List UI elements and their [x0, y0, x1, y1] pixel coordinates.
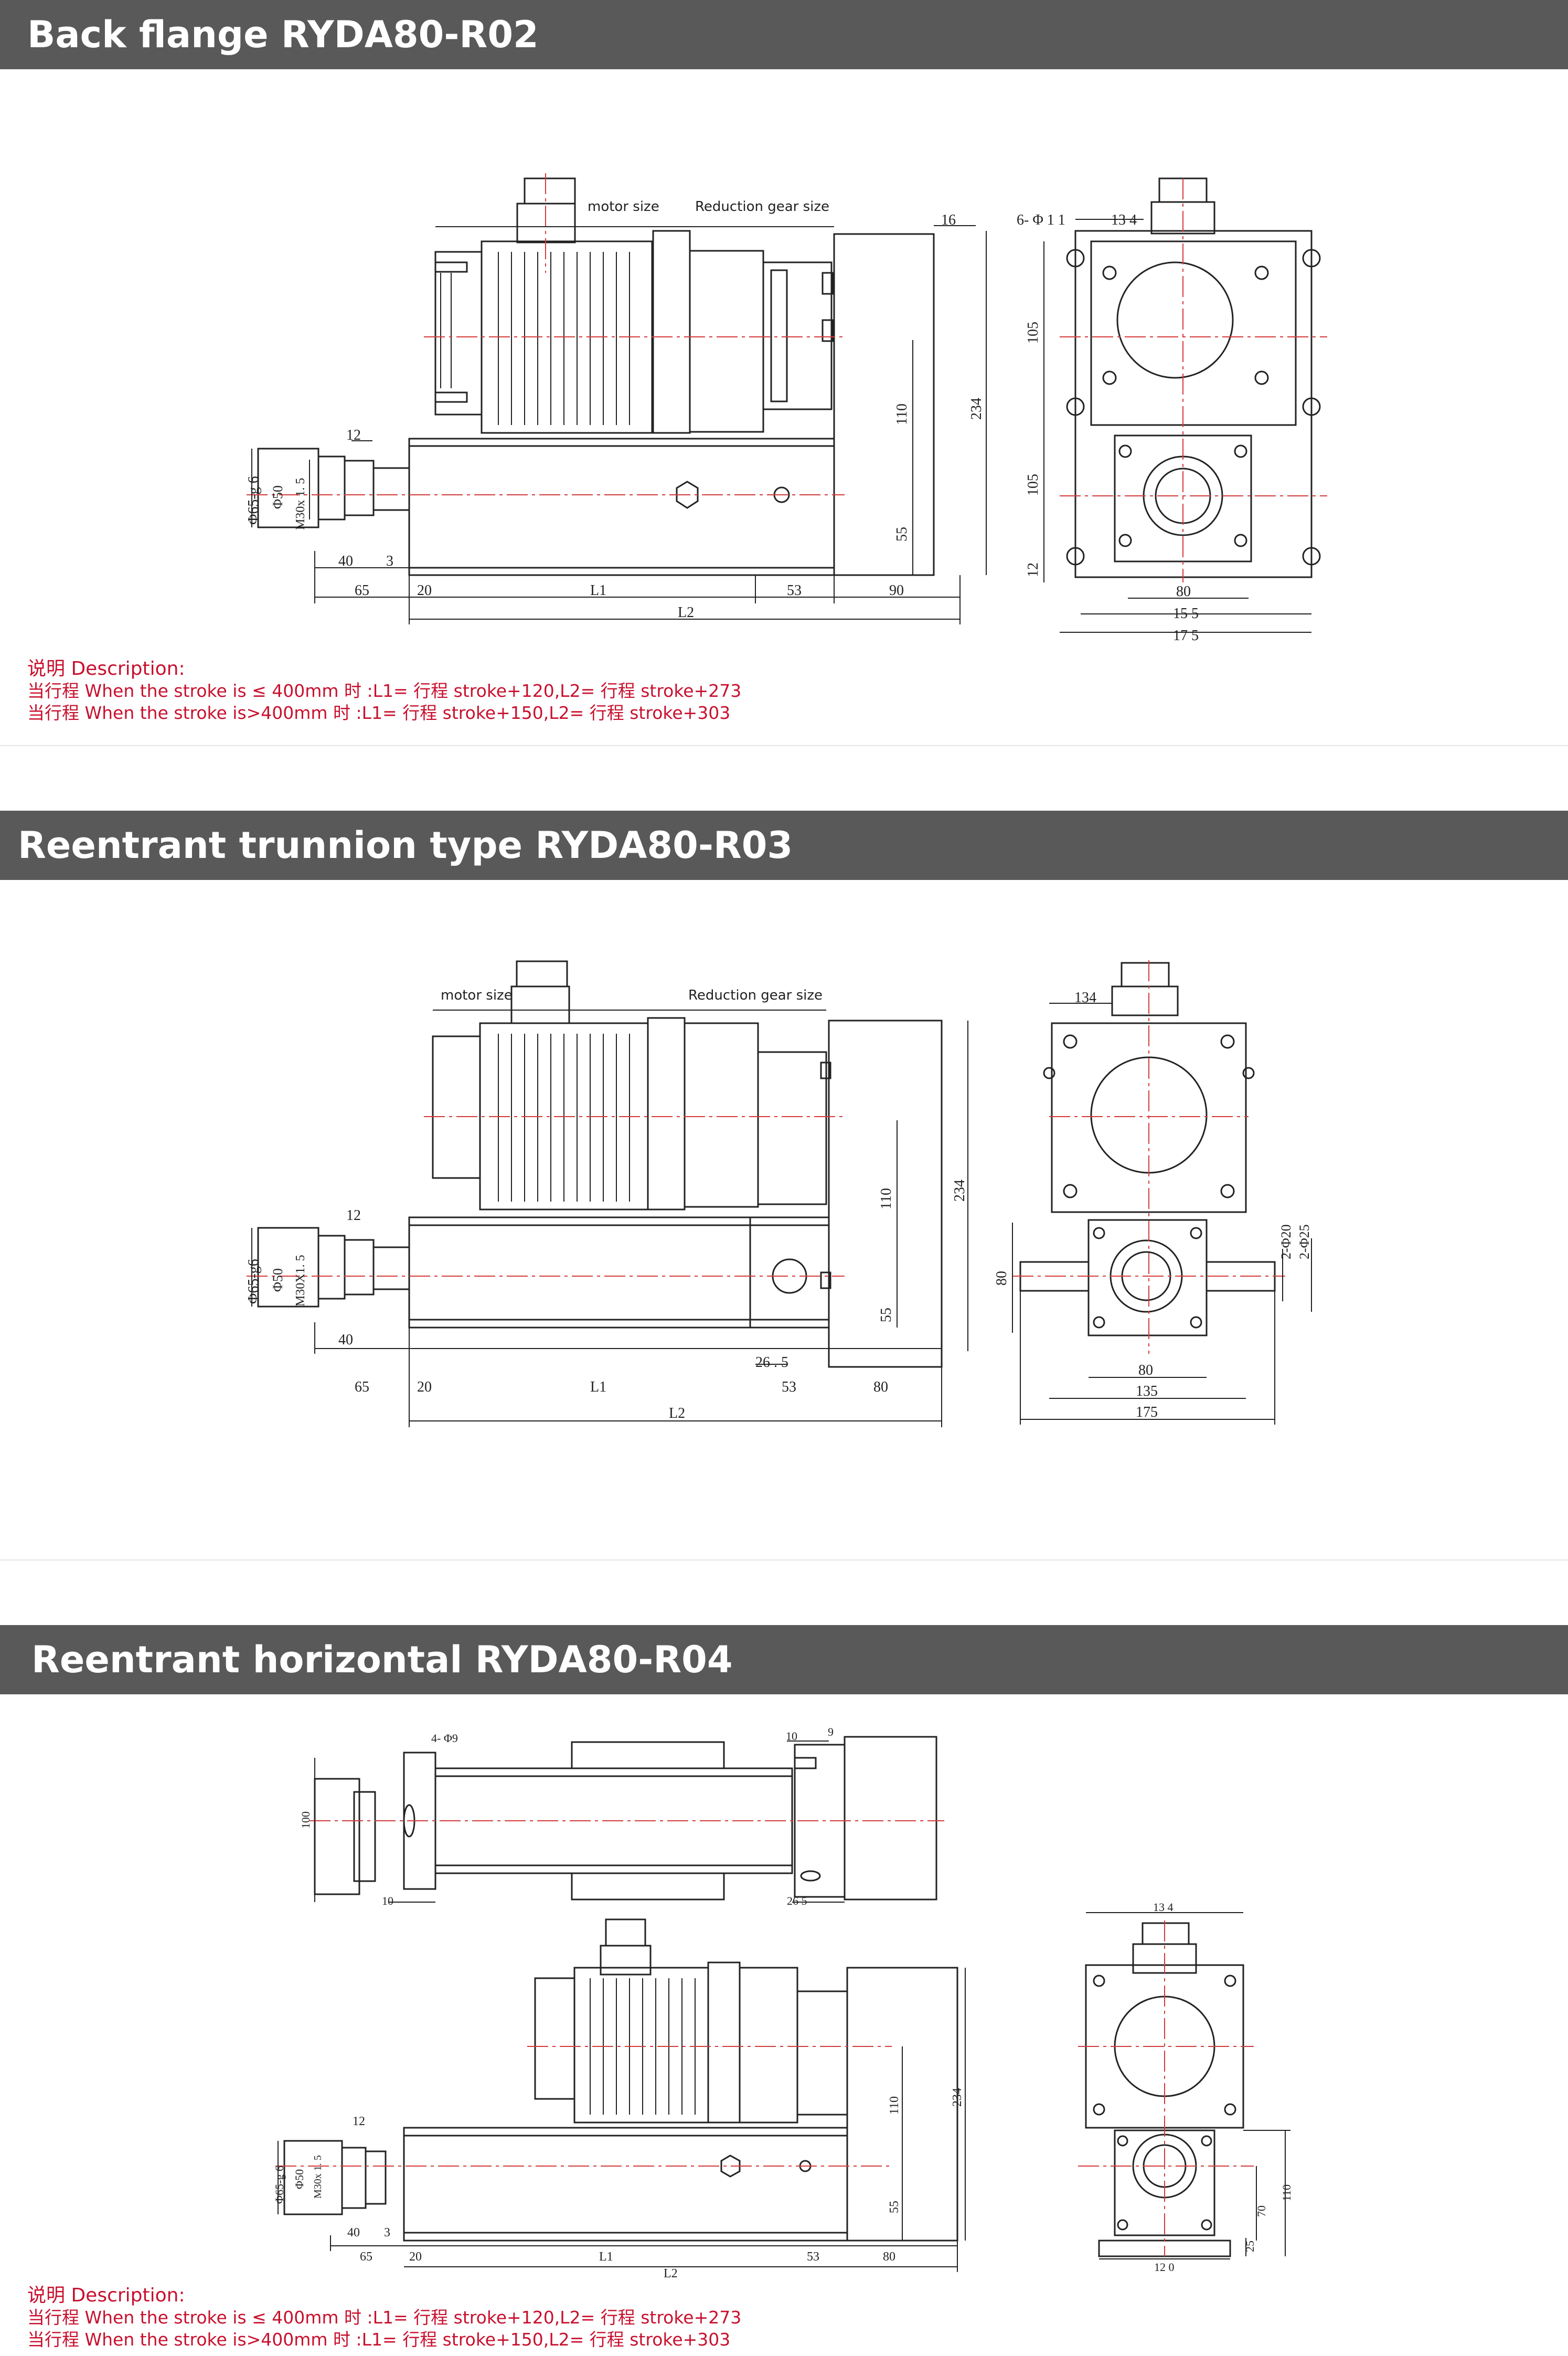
- dim-12: 12: [353, 2115, 365, 2128]
- motor-size-label: motor size: [441, 988, 513, 1003]
- drawing-r03-end: 134 80 2-Φ20 2-Φ25 80 135 175: [994, 960, 1312, 1425]
- dim-20: 20: [417, 582, 432, 599]
- dim-12-end: 12: [1025, 563, 1041, 577]
- dim-40: 40: [347, 2226, 360, 2240]
- dim-phi50: Φ50: [270, 485, 285, 509]
- gear-size-label: Reduction gear size: [688, 988, 823, 1003]
- dim-110: 110: [894, 404, 910, 425]
- dim-12: 12: [346, 427, 361, 443]
- dim-80: 80: [1176, 583, 1191, 600]
- dim-2phi20: 2-Φ20: [1278, 1224, 1294, 1259]
- dim-55: 55: [888, 2201, 901, 2213]
- dim-phi65: Φ65-g 6: [246, 476, 262, 525]
- section-header-r04: Reentrant horizontal RYDA80-R04: [0, 1625, 1568, 1694]
- dim-9: 9: [828, 1725, 834, 1738]
- dim-53: 53: [782, 1379, 796, 1395]
- description-r04: 说明 Description: 当行程 When the stroke is ≤…: [27, 2285, 741, 2351]
- dim-80-bottom: 80: [1138, 1362, 1153, 1378]
- dim-65: 65: [355, 582, 369, 599]
- dim-80: 80: [883, 2250, 895, 2264]
- description-r02: 说明 Description: 当行程 When the stroke is ≤…: [27, 658, 741, 724]
- section-title: Reentrant trunnion type RYDA80-R03: [18, 824, 793, 867]
- dim-16: 16: [941, 212, 956, 228]
- dim-L2: L2: [664, 2267, 678, 2280]
- dim-134: 13 4: [1153, 1901, 1174, 1914]
- dim-80: 80: [873, 1379, 888, 1395]
- dim-phi50: Φ50: [293, 2169, 306, 2189]
- dim-26.5: 26 5: [787, 1894, 807, 1907]
- dim-105b: 105: [1025, 474, 1041, 496]
- dim-70: 70: [1255, 2205, 1268, 2217]
- dim-53: 53: [807, 2250, 819, 2264]
- dim-134: 134: [1074, 990, 1096, 1006]
- dim-80-vertical: 80: [994, 1271, 1010, 1286]
- description-line-2: 当行程 When the stroke is>400mm 时 :L1= 行程 s…: [27, 703, 731, 723]
- dim-234: 234: [952, 1180, 968, 1202]
- dim-4phi9: 4- Φ9: [431, 1732, 458, 1745]
- dim-26.5: 26 . 5: [755, 1354, 788, 1371]
- dim-6phi11: 6- Φ 1 1: [1017, 212, 1065, 228]
- dim-234: 234: [951, 2088, 964, 2107]
- dim-25: 25: [1243, 2241, 1256, 2252]
- motor-size-label: motor size: [588, 199, 659, 215]
- dim-234: 234: [968, 398, 985, 420]
- dim-phi65: Φ65-g 6: [273, 2166, 286, 2204]
- dim-40: 40: [338, 553, 353, 569]
- dim-L2: L2: [669, 1405, 685, 1421]
- dim-L1: L1: [599, 2250, 613, 2264]
- dim-12: 12: [346, 1207, 361, 1224]
- drawing-r03-side: motor size Reduction gear size 110 234 5…: [246, 960, 968, 1427]
- dim-20: 20: [409, 2250, 422, 2264]
- dim-65: 65: [360, 2250, 372, 2264]
- drawing-r02-side: motor size Reduction gear size 16 110 23…: [246, 173, 987, 624]
- dim-3: 3: [386, 553, 393, 569]
- section-divider: [0, 745, 1568, 746]
- dim-53: 53: [787, 582, 802, 599]
- dim-175: 175: [1136, 1404, 1158, 1420]
- section-title: Back flange RYDA80-R02: [27, 13, 539, 56]
- dim-20: 20: [417, 1379, 432, 1395]
- gear-size-label: Reduction gear size: [695, 199, 829, 215]
- drawing-r04-top: 4- Φ9 100 10 10 9 26 5: [273, 1725, 1293, 2280]
- dim-m30: M30X1. 5: [294, 1255, 307, 1307]
- dim-55: 55: [878, 1308, 894, 1322]
- dim-175: 17 5: [1173, 628, 1199, 644]
- section-header-r03: Reentrant trunnion type RYDA80-R03: [0, 811, 1568, 880]
- dim-135: 135: [1136, 1383, 1158, 1399]
- dim-L1: L1: [590, 582, 606, 599]
- dim-3: 3: [384, 2226, 390, 2240]
- dim-110-end: 110: [1280, 2184, 1293, 2201]
- dim-90: 90: [889, 582, 904, 599]
- dim-m30: M30x 1. 5: [312, 2155, 324, 2199]
- description-line-2: 当行程 When the stroke is>400mm 时 :L1= 行程 s…: [27, 2329, 731, 2350]
- dim-m30: M30x 1. 5: [294, 478, 307, 530]
- dim-55: 55: [894, 527, 910, 542]
- drawing-r02-end: 6- Φ 1 1 13 4 105 105 12 80 15 5 17 5: [1017, 177, 1327, 644]
- dim-2phi25: 2-Φ25: [1297, 1224, 1312, 1259]
- dim-100: 100: [299, 1811, 312, 1829]
- dim-L1: L1: [590, 1379, 606, 1395]
- description-title: 说明 Description:: [27, 2285, 185, 2306]
- dim-105a: 105: [1025, 322, 1041, 344]
- dim-40: 40: [338, 1332, 353, 1348]
- dim-10-top: 10: [786, 1729, 797, 1743]
- dim-120: 12 0: [1154, 2261, 1175, 2274]
- dim-110: 110: [888, 2096, 901, 2115]
- section-header-r02: Back flange RYDA80-R02: [0, 0, 1568, 69]
- section-title: Reentrant horizontal RYDA80-R04: [31, 1638, 733, 1681]
- section-divider: [0, 1559, 1568, 1561]
- dim-phi65: Φ65-g6: [246, 1259, 262, 1304]
- dim-L2: L2: [678, 604, 694, 621]
- dim-155: 15 5: [1173, 606, 1199, 622]
- description-line-1: 当行程 When the stroke is ≤ 400mm 时 :L1= 行程…: [27, 2307, 742, 2328]
- dim-10: 10: [382, 1894, 393, 1907]
- dim-65: 65: [355, 1379, 369, 1395]
- dim-110: 110: [878, 1188, 894, 1209]
- dim-134: 13 4: [1111, 212, 1137, 228]
- description-title: 说明 Description:: [27, 658, 185, 680]
- description-line-1: 当行程 When the stroke is ≤ 400mm 时 :L1= 行程…: [27, 681, 742, 701]
- dim-phi50: Φ50: [270, 1268, 285, 1292]
